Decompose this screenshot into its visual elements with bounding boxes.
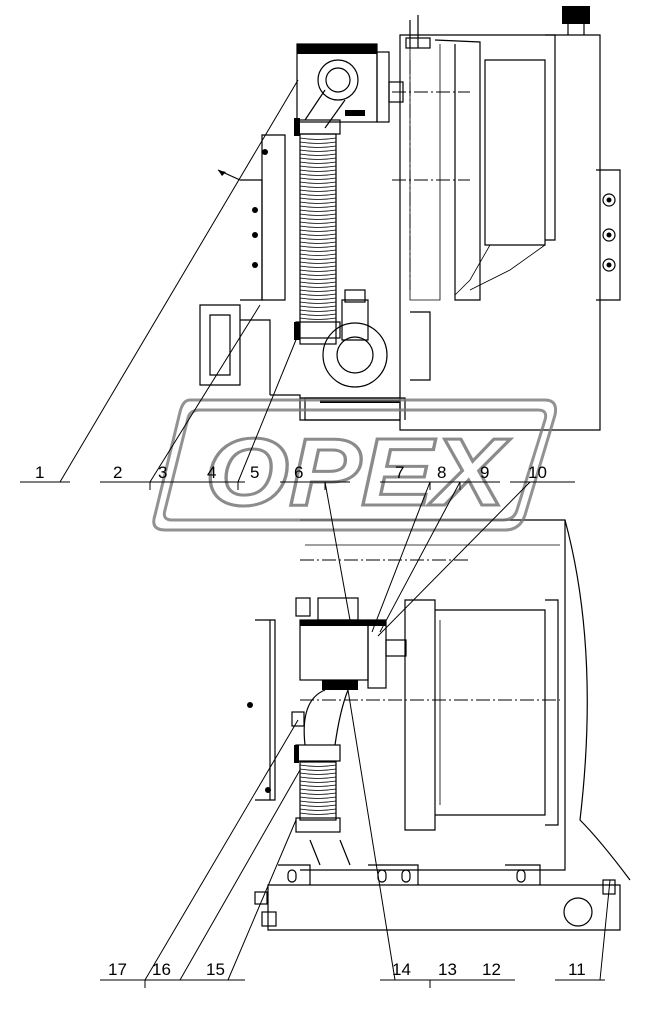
callout-17: 17 bbox=[108, 960, 127, 979]
upper-assembly bbox=[199, 6, 621, 431]
callout-9: 9 bbox=[480, 463, 489, 482]
callout-11: 11 bbox=[568, 960, 586, 979]
callouts-top: 1 2 3 4 5 6 7 8 9 10 bbox=[20, 79, 575, 637]
callout-8: 8 bbox=[437, 463, 446, 482]
upper-hose bbox=[299, 133, 337, 345]
callout-4: 4 bbox=[207, 463, 216, 482]
callout-5: 5 bbox=[250, 463, 259, 482]
callout-13: 13 bbox=[438, 960, 457, 979]
callout-1: 1 bbox=[35, 463, 44, 482]
callout-6: 6 bbox=[294, 463, 303, 482]
callout-3: 3 bbox=[158, 463, 167, 482]
callout-10: 10 bbox=[528, 463, 547, 482]
callout-2: 2 bbox=[113, 463, 122, 482]
callout-14: 14 bbox=[392, 960, 411, 979]
callout-16: 16 bbox=[152, 960, 171, 979]
lower-assembly bbox=[247, 519, 631, 931]
watermark: OPEX bbox=[152, 398, 557, 532]
callout-7: 7 bbox=[395, 463, 404, 482]
watermark-text: OPEX bbox=[205, 419, 511, 526]
callout-15: 15 bbox=[206, 960, 225, 979]
callouts-bottom: 17 16 15 14 13 12 11 bbox=[100, 689, 611, 988]
callout-12: 12 bbox=[482, 960, 501, 979]
